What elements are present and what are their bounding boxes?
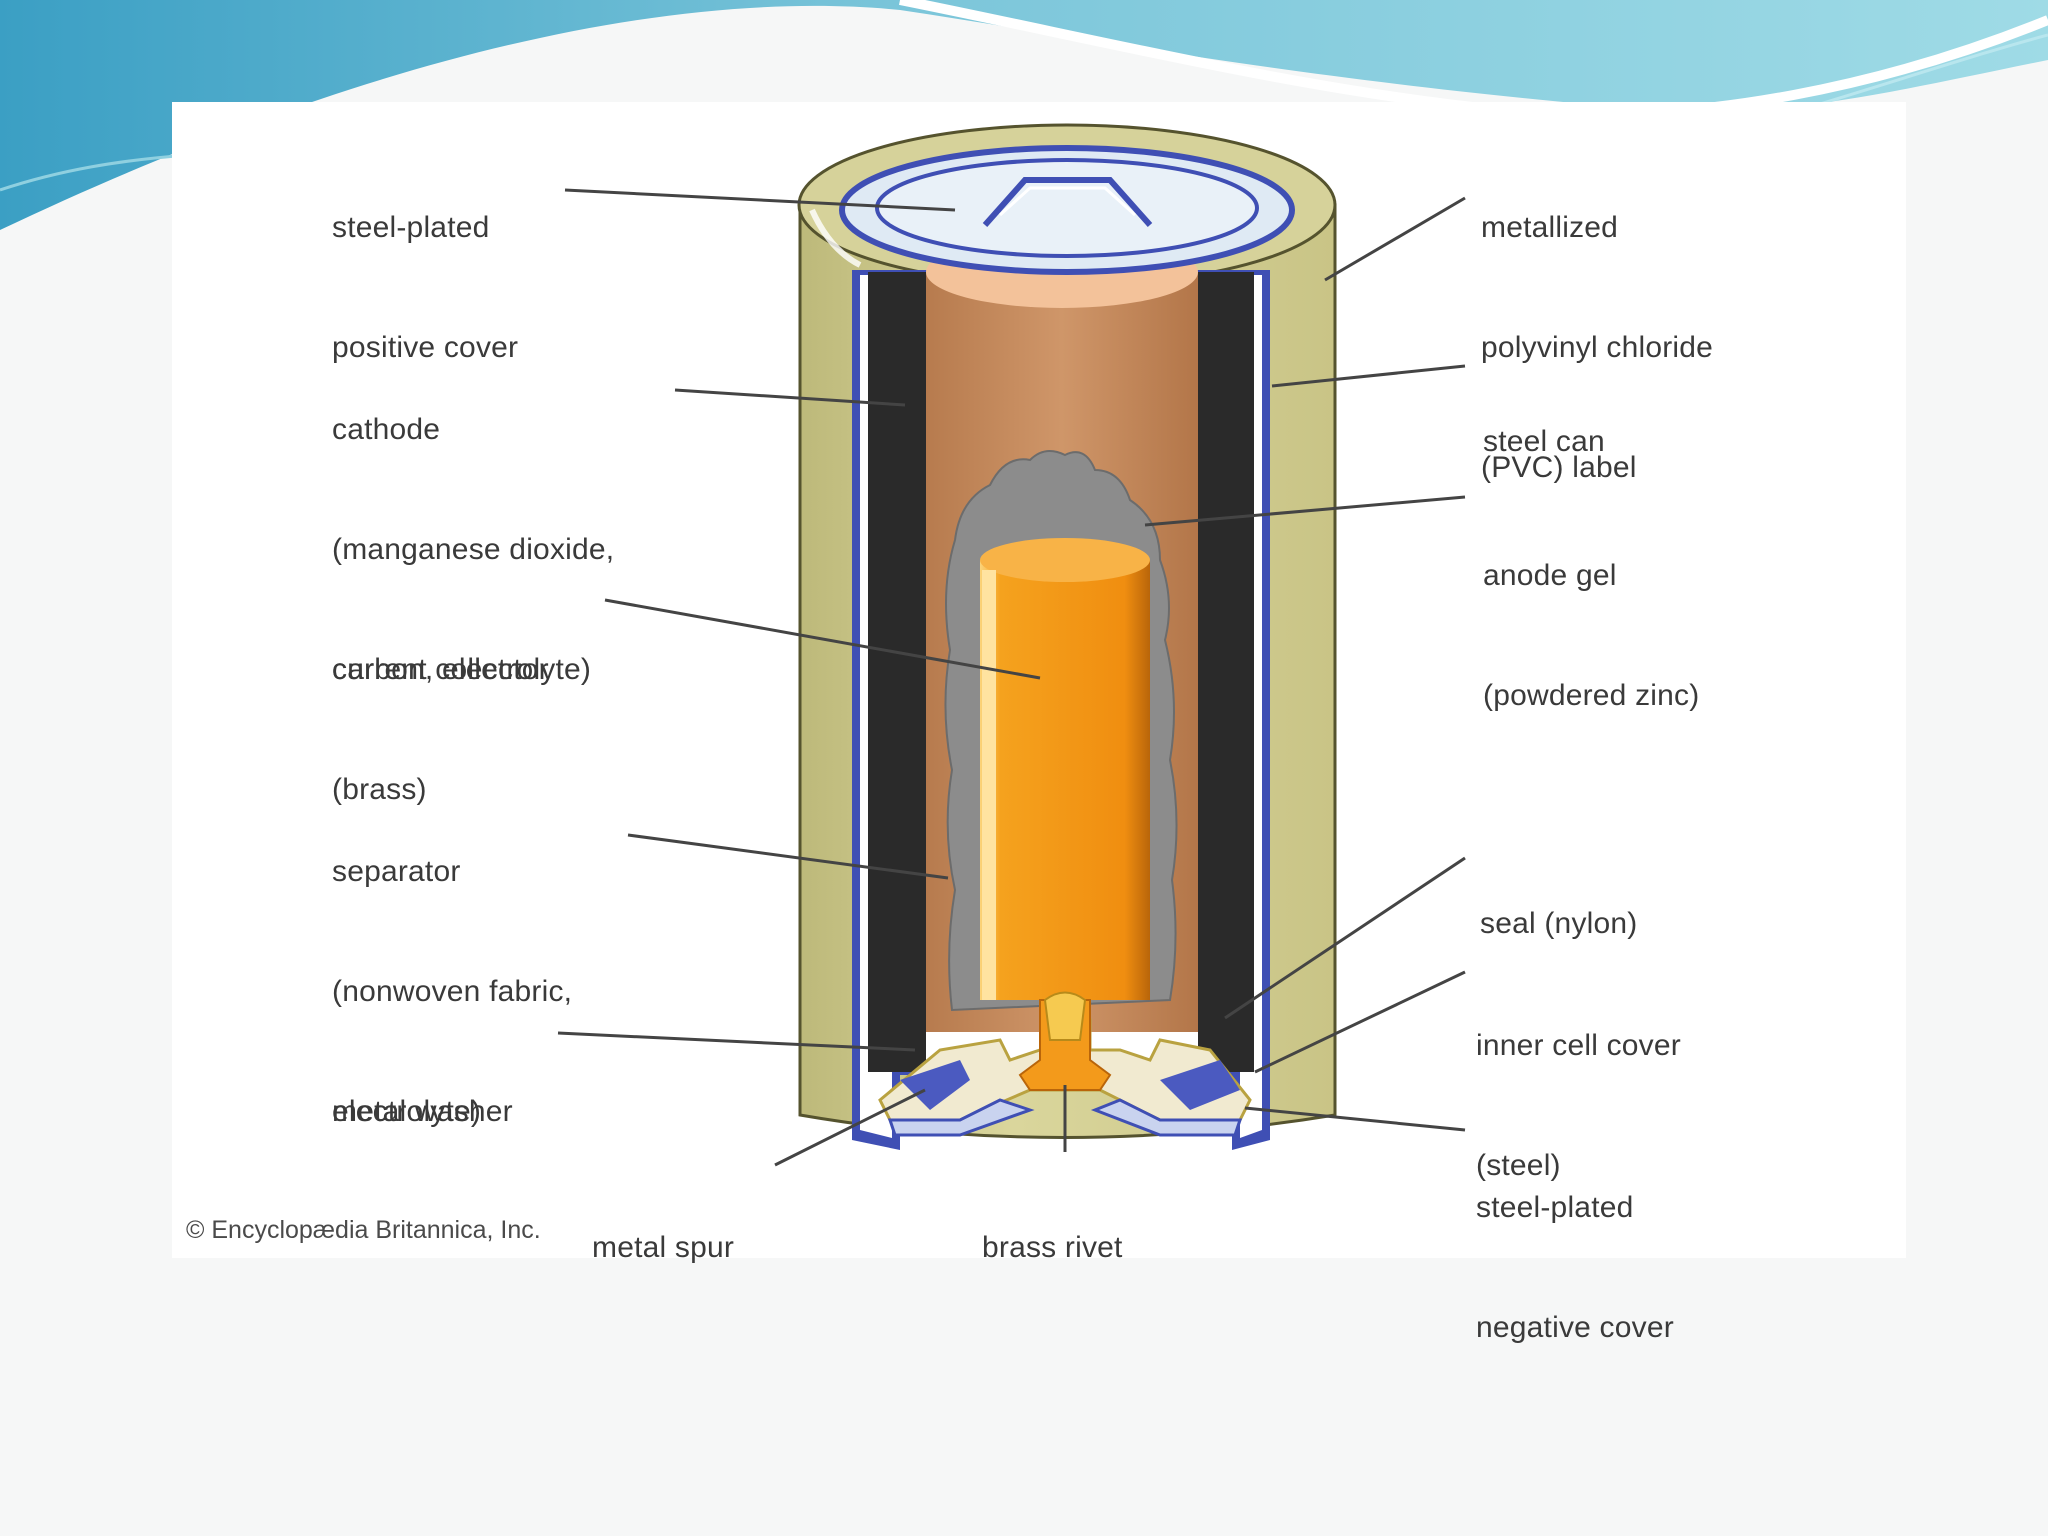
label-anode-gel: anode gel (powdered zinc) bbox=[1483, 476, 1699, 756]
copyright-credit: © Encyclopædia Britannica, Inc. bbox=[186, 1216, 541, 1245]
label-brass-rivet: brass rivet bbox=[982, 1148, 1123, 1308]
label-metal-washer: metal washer bbox=[332, 1012, 513, 1172]
label-metal-spur: metal spur bbox=[592, 1148, 734, 1308]
label-negative-cover: steel-plated negative cover bbox=[1476, 1108, 1674, 1388]
leader-pvc-label bbox=[1325, 198, 1465, 280]
current-collector bbox=[980, 538, 1150, 1000]
positive-cover bbox=[842, 148, 1292, 272]
